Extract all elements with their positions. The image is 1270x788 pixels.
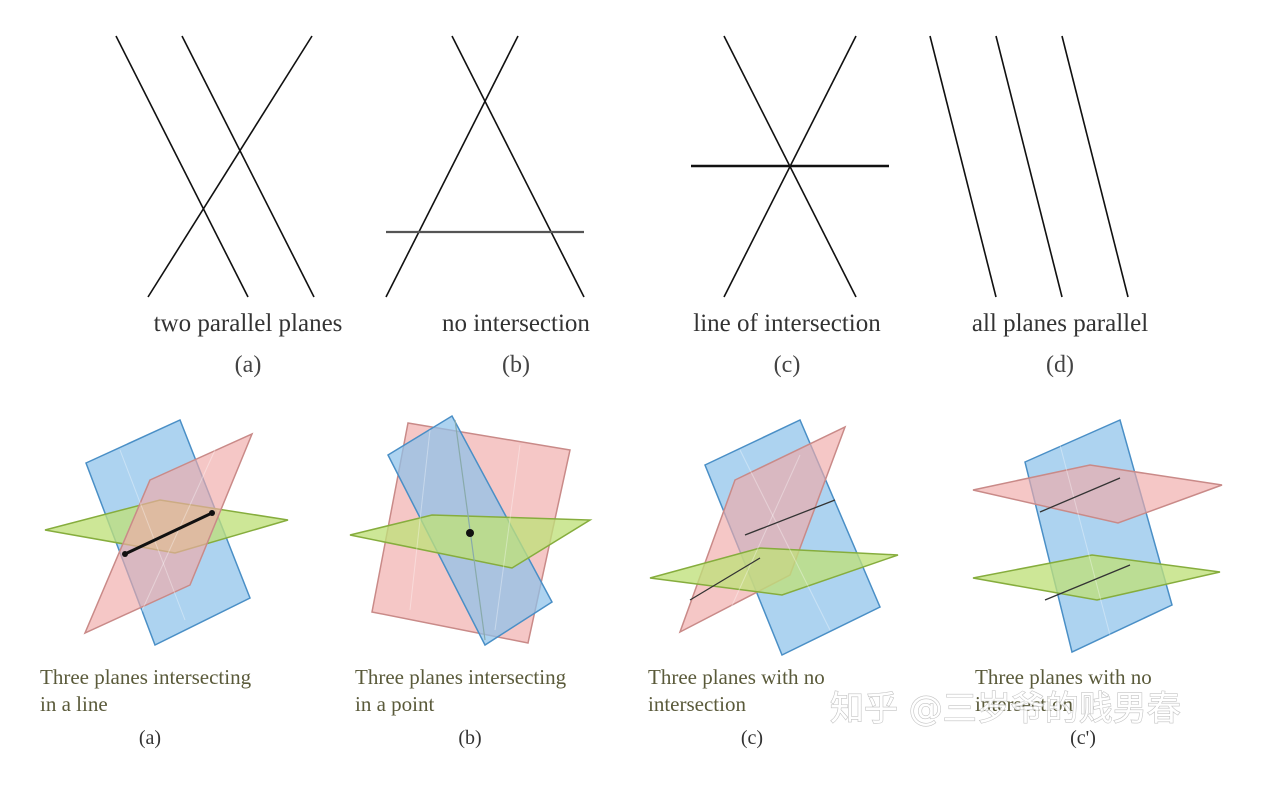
top-label-d: (d) — [1046, 352, 1074, 378]
top-caption-d: all planes parallel — [972, 310, 1148, 337]
bottom-label-b: (b) — [458, 727, 481, 749]
bottom-caption-c-prime-line2: intersection — [975, 692, 1073, 716]
bottom-panel-c-prime: Three planes with no intersection (c') — [972, 418, 1223, 749]
top-panel-c: line of intersection (c) — [691, 35, 889, 378]
plane-pink — [972, 464, 1223, 524]
plane-line — [451, 35, 585, 298]
bottom-caption-c-prime-line1: Three planes with no — [975, 665, 1152, 689]
top-label-a: (a) — [235, 352, 262, 378]
watermark-text: 知乎 @三岁爷的贱男春 — [830, 689, 1181, 729]
bottom-caption-b-line2: in a point — [355, 692, 434, 716]
top-panel-b: no intersection (b) — [385, 35, 590, 378]
bottom-caption-c-line1: Three planes with no — [648, 665, 825, 689]
plane-blue — [1024, 418, 1173, 654]
plane-line — [1061, 35, 1129, 298]
top-caption-c: line of intersection — [693, 310, 881, 337]
plane-line — [929, 35, 997, 298]
plane-line — [181, 35, 315, 298]
top-label-b: (b) — [502, 352, 530, 378]
plane-green — [972, 554, 1221, 601]
bottom-caption-a-line2: in a line — [40, 692, 108, 716]
bottom-caption-a-line1: Three planes intersecting — [40, 665, 252, 689]
plane-line — [385, 35, 519, 298]
plane-green — [649, 547, 899, 596]
bottom-label-c: (c) — [741, 727, 763, 749]
top-panel-d: all planes parallel (d) — [929, 35, 1148, 378]
top-caption-a: two parallel planes — [154, 310, 343, 337]
bottom-label-c-prime: (c') — [1070, 727, 1096, 749]
intersection-line — [124, 511, 213, 556]
plane-line — [147, 35, 313, 298]
plane-green — [349, 514, 593, 569]
bottom-panel-b: Three planes intersecting in a point (b) — [349, 414, 593, 749]
bottom-label-a: (a) — [139, 727, 161, 749]
plane-line — [115, 35, 249, 298]
intersection-point — [209, 510, 215, 516]
top-caption-b: no intersection — [442, 310, 590, 337]
top-label-c: (c) — [774, 352, 801, 378]
bottom-panel-a: Three planes intersecting in a line (a) — [40, 418, 289, 749]
bottom-caption-b-line1: Three planes intersecting — [355, 665, 567, 689]
bottom-panel-c: Three planes with no intersection (c) — [648, 418, 899, 749]
plane-line — [995, 35, 1063, 298]
intersection-point — [122, 551, 128, 557]
top-panel-a: two parallel planes (a) — [115, 35, 343, 378]
intersection-point — [466, 529, 474, 537]
bottom-caption-c-line2: intersection — [648, 692, 746, 716]
